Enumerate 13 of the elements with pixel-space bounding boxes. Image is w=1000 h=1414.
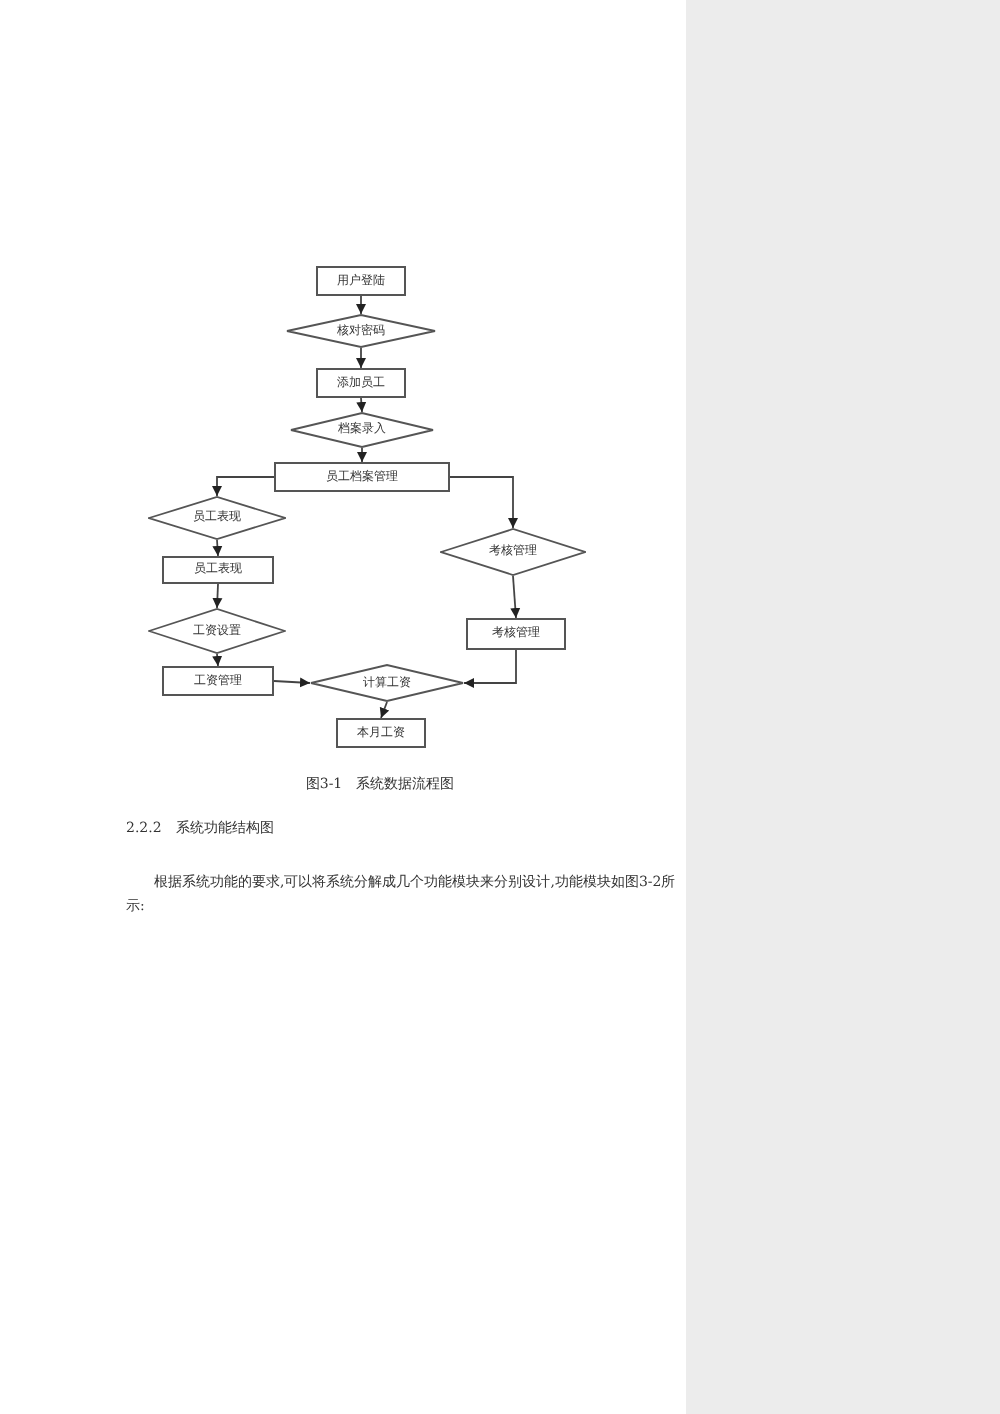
arrow [212,476,275,497]
arrow [357,447,367,463]
arrow [212,583,223,609]
arrow [449,476,518,529]
arrow [356,295,366,315]
arrow [510,575,521,619]
arrow [212,653,223,667]
arrow [463,649,517,688]
arrow [356,397,367,413]
arrow [273,677,311,688]
arrow [212,539,223,557]
arrow [379,701,390,719]
arrow [356,347,366,369]
